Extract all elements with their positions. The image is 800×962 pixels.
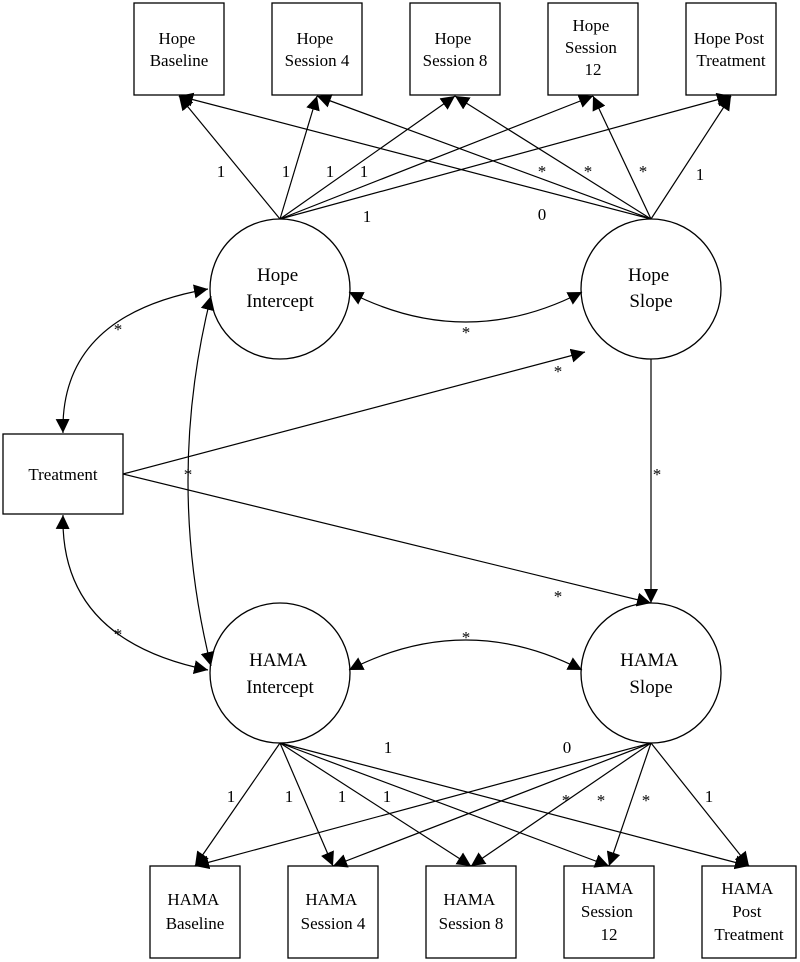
- label-hama-session-8: HAMA Session 8: [439, 890, 504, 933]
- label-hama-slope: HAMA Slope: [620, 650, 682, 698]
- label-hope-session-8: Hope Session 8: [423, 29, 488, 70]
- circle-hope-intercept: [209, 218, 351, 360]
- hope-loading-labels: 1 1 1 1 1 0 * * * 1: [217, 162, 705, 226]
- arrow-hama-slope-baseline: [194, 742, 652, 870]
- coef-hope-intercept-post: 1: [363, 207, 372, 226]
- arrow-hope-slope-baseline: [178, 92, 652, 220]
- coef-hama-slope-session-4: *: [562, 791, 571, 810]
- box-hama-session-4: [287, 865, 379, 959]
- arrow-hama-slope-session-4: [332, 742, 652, 868]
- label-hope-intercept: Hope Intercept: [246, 265, 314, 312]
- structural-labels: * * * * * * * *: [114, 320, 662, 647]
- label-hama-session-4: HAMA Session 4: [301, 890, 366, 933]
- coef-hope-slope-session-12: *: [639, 162, 648, 181]
- coef-cov-treatment-hama-intercept: *: [114, 625, 123, 644]
- arrow-hope-intercept-session-4: [279, 95, 320, 220]
- coef-hama-intercept-session-4: 1: [285, 787, 294, 806]
- box-hama-session-8: [425, 865, 517, 959]
- hope-intercept-loadings: [178, 92, 732, 220]
- label-hama-session-12: HAMA Session 12: [581, 879, 637, 944]
- coef-hama-slope-session-12: *: [642, 791, 651, 810]
- reg-treatment-hope-slope: [122, 348, 586, 475]
- box-hope-session-4: [271, 2, 363, 96]
- cov-treatment-hope-intercept: [55, 284, 209, 434]
- coef-hama-intercept-post: 1: [384, 738, 393, 757]
- arrow-hope-intercept-baseline: [178, 95, 281, 220]
- label-hope-post-treatment: Hope Post Treatment: [694, 29, 769, 70]
- box-hope-session-12: [547, 2, 639, 96]
- hope-slope-loadings: [178, 92, 732, 220]
- coef-cov-hope-hama-intercept: *: [184, 465, 193, 484]
- hama-observed-boxes: [149, 865, 797, 959]
- arrow-hope-intercept-session-12: [279, 94, 594, 220]
- arrow-hama-intercept-session-8: [279, 742, 472, 867]
- coef-hope-slope-post: 1: [696, 165, 705, 184]
- arrow-hope-intercept-post: [279, 92, 732, 220]
- hama-box-labels: HAMA Baseline HAMA Session 4 HAMA Sessio…: [166, 879, 784, 944]
- label-treatment: Treatment: [28, 465, 98, 484]
- hama-slope-loadings: [194, 742, 750, 870]
- box-hama-baseline: [149, 865, 241, 959]
- label-hama-post-treatment: HAMA Post Treatment: [714, 879, 784, 944]
- arrow-hama-slope-session-8: [470, 742, 652, 867]
- cov-hope-intercept-hama-intercept: [187, 295, 215, 667]
- hope-box-labels: Hope Baseline Hope Session 4 Hope Sessio…: [150, 16, 769, 79]
- coef-cov-treatment-hope-intercept: *: [114, 320, 123, 339]
- arrow-hama-slope-session-12: [606, 742, 652, 867]
- arrow-hope-slope-post: [650, 95, 732, 220]
- arrow-hama-slope-post: [650, 742, 750, 867]
- cov-treatment-hama-intercept: [55, 514, 209, 675]
- coef-hama-slope-baseline: 0: [563, 738, 572, 757]
- coef-hope-slope-session-8: *: [584, 162, 593, 181]
- coef-hope-slope-baseline: 0: [538, 205, 547, 224]
- arrow-hope-slope-session-8: [454, 95, 652, 220]
- coef-hope-intercept-baseline: 1: [217, 162, 226, 181]
- coef-treatment-hope-slope: *: [554, 362, 563, 381]
- arrow-hama-intercept-session-12: [279, 742, 610, 868]
- box-treatment: [2, 433, 124, 515]
- coef-hama-intercept-baseline: 1: [227, 787, 236, 806]
- cov-hama-intercept-hama-slope: [348, 639, 583, 671]
- label-hope-session-12: Hope Session 12: [565, 16, 621, 79]
- coef-hope-intercept-session-12: 1: [360, 162, 369, 181]
- label-hope-baseline: Hope Baseline: [150, 29, 209, 70]
- coef-cov-hope-intercept-slope: *: [462, 323, 471, 342]
- coef-hope-intercept-session-8: 1: [326, 162, 335, 181]
- coef-cov-hama-intercept-slope: *: [462, 628, 471, 647]
- label-hope-session-4: Hope Session 4: [285, 29, 350, 70]
- arrow-hama-intercept-session-4: [279, 742, 334, 867]
- coef-hama-intercept-session-8: 1: [338, 787, 347, 806]
- hama-loading-labels: 1 1 1 1 1 0 * * * 1: [227, 738, 714, 810]
- box-hope-baseline: [133, 2, 225, 96]
- box-hope-post-treatment: [685, 2, 777, 96]
- hama-intercept-loadings: [194, 742, 750, 870]
- circle-hama-intercept: [209, 602, 351, 744]
- arrow-hope-intercept-session-8: [279, 95, 456, 220]
- arrow-hope-slope-session-12: [592, 95, 652, 220]
- box-hama-session-12: [563, 865, 655, 959]
- latent-labels: Hope Intercept Hope Slope HAMA Intercept…: [246, 265, 682, 698]
- reg-treatment-hama-slope: [122, 473, 652, 607]
- coef-hope-intercept-session-4: 1: [282, 162, 291, 181]
- label-hama-intercept: HAMA Intercept: [246, 650, 314, 698]
- arrow-hama-intercept-baseline: [194, 742, 281, 867]
- box-hope-session-8: [409, 2, 501, 96]
- coef-hama-slope-session-8: *: [597, 791, 606, 810]
- arrow-hama-intercept-post: [279, 742, 750, 870]
- coef-hope-slope-hama-slope: *: [653, 465, 662, 484]
- arrow-hope-slope-session-4: [316, 94, 652, 220]
- hope-observed-boxes: [133, 2, 777, 96]
- coef-hama-intercept-session-12: 1: [383, 787, 392, 806]
- circle-hope-slope: [580, 218, 722, 360]
- cov-hope-intercept-hope-slope: [348, 291, 583, 323]
- circle-hama-slope: [580, 602, 722, 744]
- structural-paths: [55, 284, 658, 675]
- coef-treatment-hama-slope: *: [554, 587, 563, 606]
- coef-hama-slope-post: 1: [705, 787, 714, 806]
- label-hama-baseline: HAMA Baseline: [166, 890, 225, 933]
- coef-hope-slope-session-4: *: [538, 162, 547, 181]
- label-hope-slope: Hope Slope: [628, 265, 674, 312]
